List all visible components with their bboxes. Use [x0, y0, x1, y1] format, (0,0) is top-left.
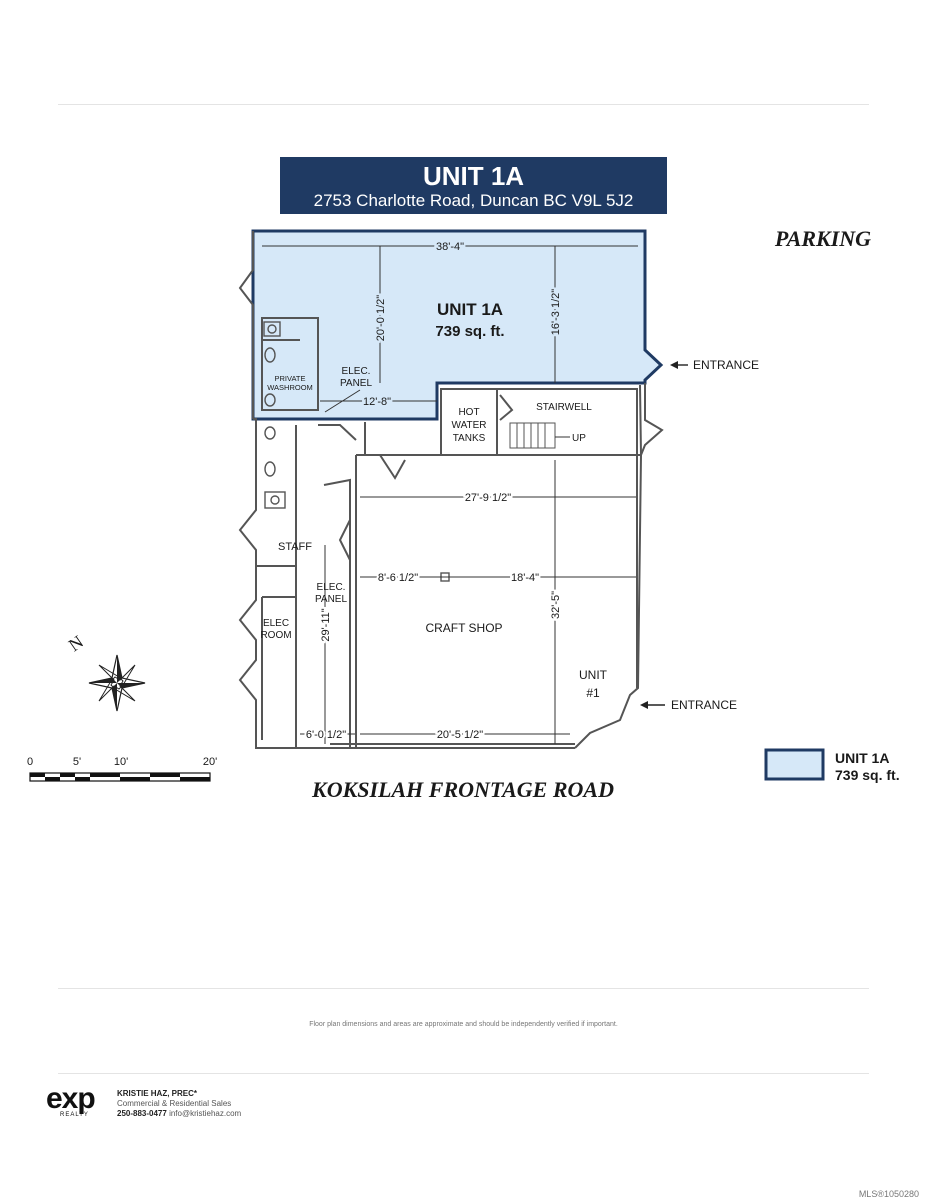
plan-header: UNIT 1A 2753 Charlotte Road, Duncan BC V…	[280, 157, 667, 214]
dim-29-11: 29'-11"	[320, 608, 332, 641]
legend: UNIT 1A 739 sq. ft.	[764, 748, 900, 783]
private-washroom-label-1: PRIVATE	[275, 374, 306, 383]
road-label: KOKSILAH FRONTAGE ROAD	[311, 777, 614, 802]
agent-role: Commercial & Residential Sales	[117, 1099, 232, 1108]
footer-divider-1	[58, 988, 869, 989]
logo-sub: REALTY	[60, 1112, 89, 1118]
up-label: UP	[572, 433, 586, 444]
agent-email[interactable]: info@kristiehaz.com	[169, 1109, 242, 1118]
unit-1a-label: UNIT 1A	[437, 300, 503, 319]
dim-27-9: 27'-9 1/2"	[465, 492, 511, 504]
dim-20-5: 20'-5 1/2"	[437, 729, 483, 741]
legend-swatch	[764, 748, 825, 781]
stairwell-label: STAIRWELL	[536, 402, 592, 413]
washroom-fixtures	[263, 321, 450, 582]
entrance-top: ENTRANCE	[670, 358, 759, 372]
entrance-bottom: ENTRANCE	[640, 698, 737, 712]
legend-area: 739 sq. ft.	[835, 767, 900, 783]
elec-room-label-1: ELEC	[263, 618, 289, 629]
entrance-bottom-label: ENTRANCE	[671, 698, 737, 712]
elec-panel-1-label-2: PANEL	[340, 378, 372, 389]
scale-bar: 0 5' 10' 20'	[27, 756, 217, 782]
agent-name: KRISTIE HAZ, PREC*	[117, 1089, 198, 1098]
dim-16-3: 16'-3 1/2"	[550, 289, 562, 335]
top-divider	[58, 104, 869, 105]
scale-tick-20: 20'	[203, 756, 217, 768]
legend-title: UNIT 1A	[835, 750, 889, 766]
unit-1-label-2: #1	[586, 686, 600, 700]
dim-6-0: 6'-0 1/2"	[306, 729, 346, 741]
building-walls	[238, 231, 664, 749]
staff-label: STAFF	[278, 541, 312, 553]
dim-12-8: 12'-8"	[363, 396, 391, 408]
elec-room-label-2: ROOM	[260, 630, 291, 641]
exp-realty-logo: exp REALTY	[46, 1082, 96, 1119]
dim-38-4: 38'-4"	[436, 241, 464, 253]
hot-water-label-2: WATER	[452, 420, 487, 431]
entrance-top-label: ENTRANCE	[693, 358, 759, 372]
scale-tick-10: 10'	[114, 756, 128, 768]
elec-panel-2-label-2: PANEL	[315, 594, 347, 605]
plan-address: 2753 Charlotte Road, Duncan BC V9L 5J2	[313, 191, 634, 210]
plan-title: UNIT 1A	[422, 161, 525, 191]
logo-text: exp	[46, 1082, 96, 1115]
dim-8-6: 8'-6 1/2"	[378, 572, 418, 584]
parking-label: PARKING	[774, 226, 871, 251]
private-washroom-label-2: WASHROOM	[267, 383, 313, 392]
dim-20-0: 20'-0 1/2"	[375, 295, 387, 341]
hot-water-label-1: HOT	[458, 407, 479, 418]
dim-18-4: 18'-4"	[511, 572, 539, 584]
craft-shop-label: CRAFT SHOP	[425, 621, 502, 635]
mls-number: MLS®1050280	[858, 1189, 919, 1199]
dim-32-5: 32'-5"	[550, 591, 562, 619]
unit-1a-area-label: 739 sq. ft.	[435, 323, 504, 340]
agent-info: KRISTIE HAZ, PREC* Commercial & Resident…	[117, 1089, 241, 1119]
scale-tick-0: 0	[27, 756, 33, 768]
floor-plan: UNIT 1A 739 sq. ft. 38'-4" 20'-0 1/2" 16…	[27, 226, 900, 802]
disclaimer: Floor plan dimensions and areas are appr…	[309, 1021, 618, 1028]
scale-tick-5: 5'	[73, 756, 81, 768]
north-label: N	[65, 631, 87, 655]
elec-panel-1-label-1: ELEC.	[342, 366, 371, 377]
footer-divider-2	[58, 1073, 869, 1074]
unit-1-label-1: UNIT	[579, 668, 608, 682]
dimension-lines	[262, 245, 638, 744]
compass-icon	[88, 654, 146, 712]
agent-phone[interactable]: 250-883-0477	[117, 1109, 167, 1118]
elec-panel-2-label-1: ELEC.	[317, 582, 346, 593]
hot-water-label-3: TANKS	[453, 433, 486, 444]
